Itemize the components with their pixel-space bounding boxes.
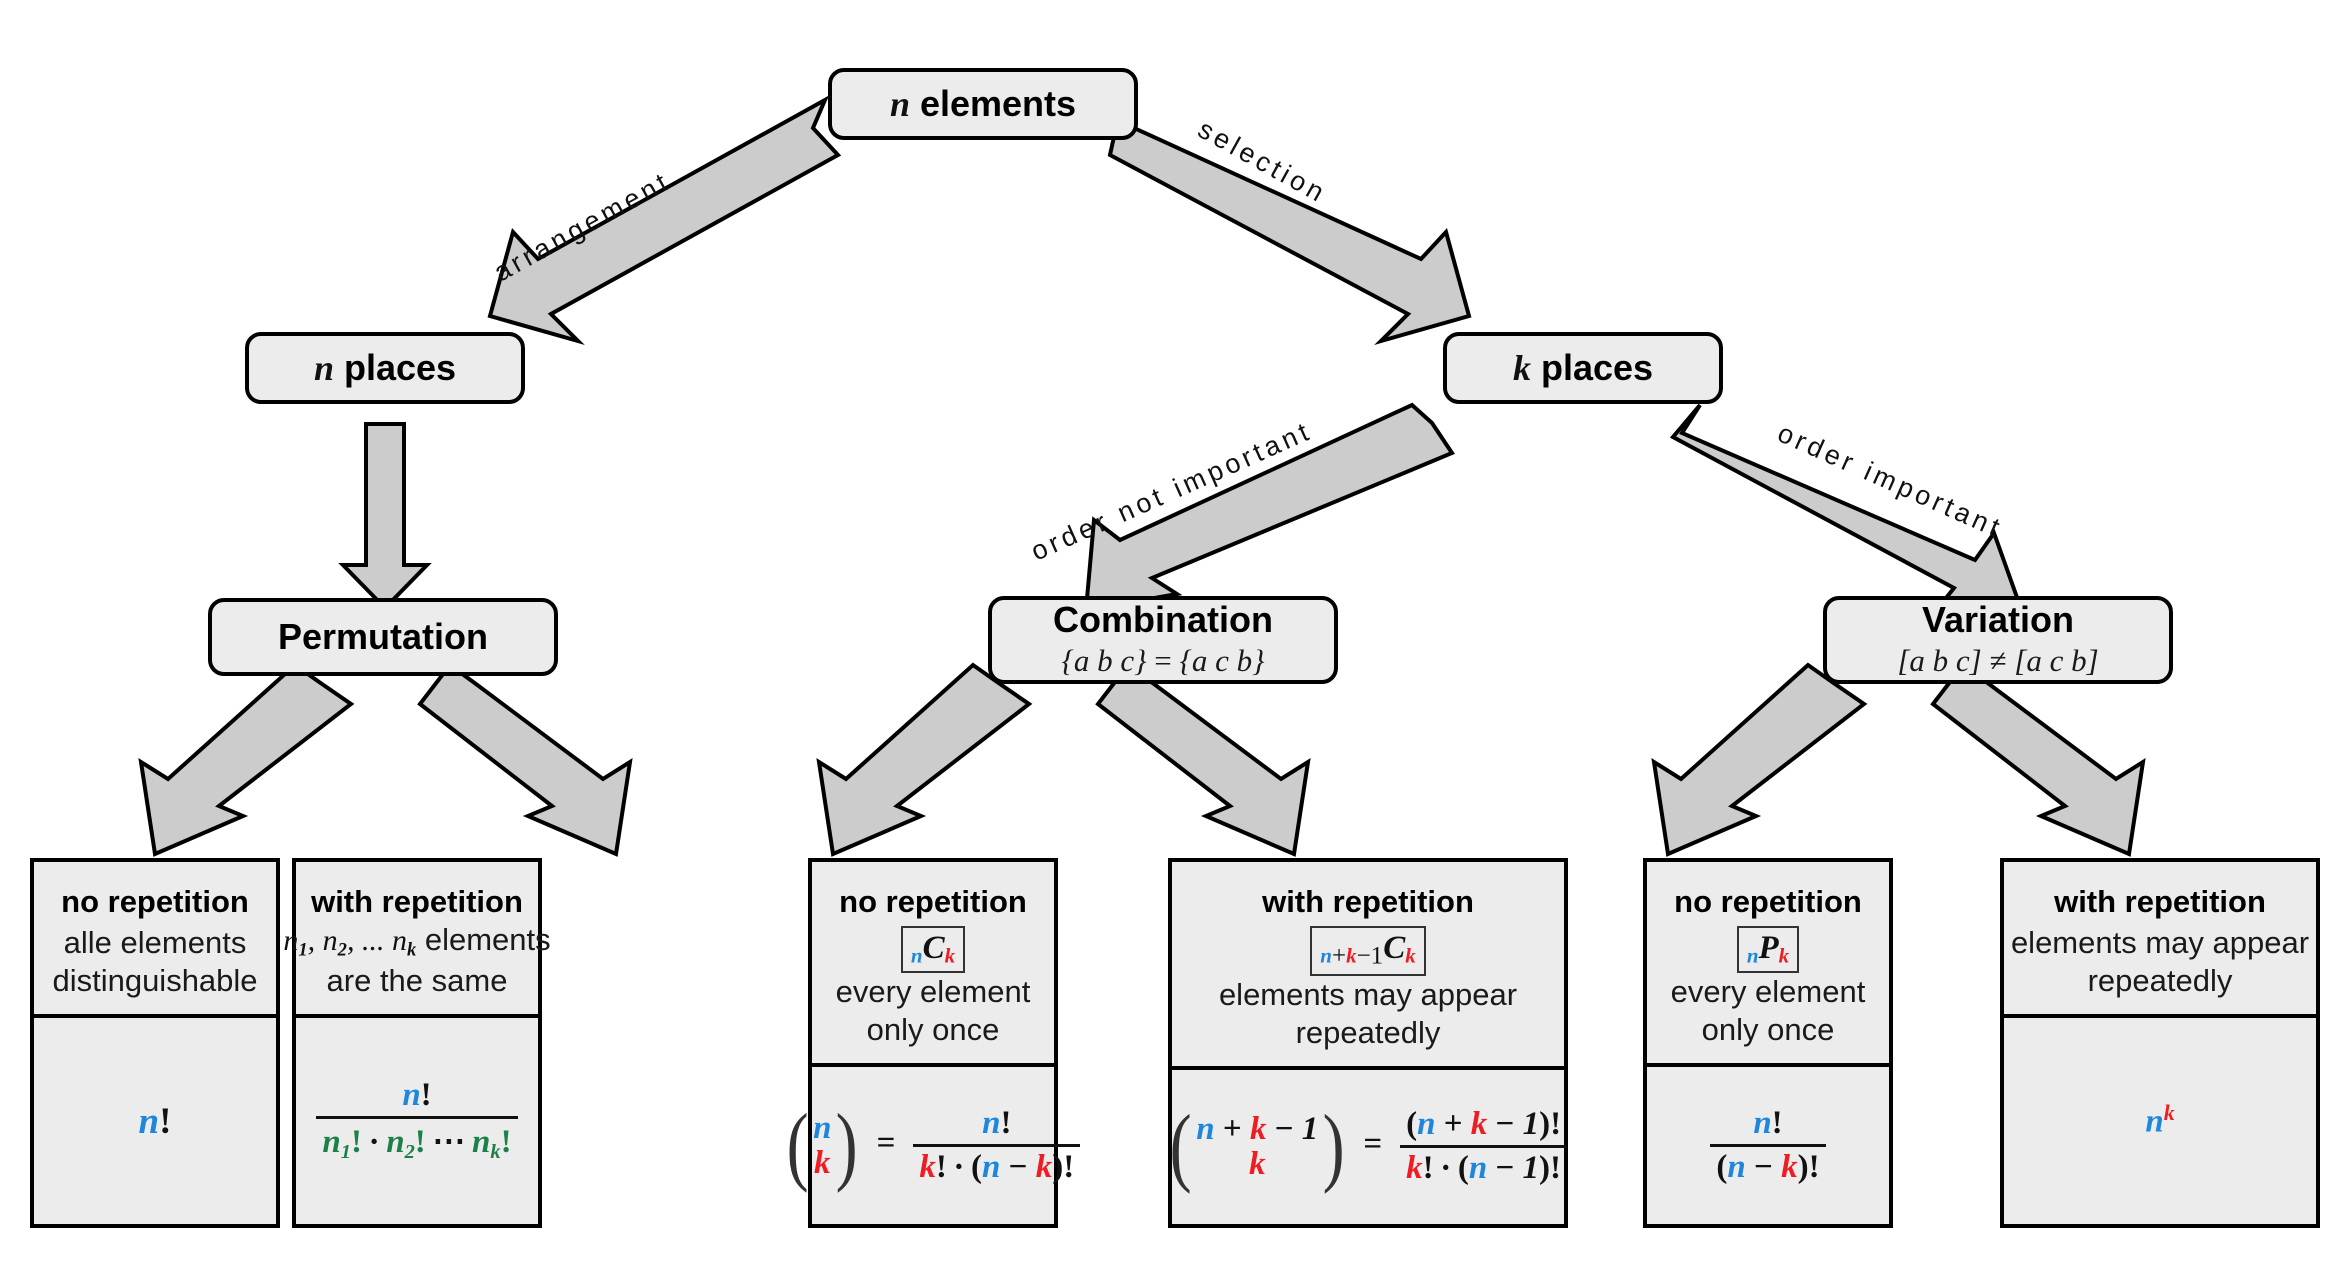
edge-label-order-important: order important: [1773, 417, 2008, 545]
node-n-elements-label: n elements: [889, 82, 1077, 124]
leaf-perm-no-rep[interactable]: no repetition alle elements distinguisha…: [30, 858, 280, 1228]
node-k-places-label: k places: [1512, 346, 1654, 388]
leaf-perm-with-rep-head: with repetition: [311, 884, 523, 919]
edge-label-arrangement: arrangement: [488, 165, 676, 288]
leaf-perm-with-rep[interactable]: with repetition n1, n2, ... nk elements …: [283, 858, 551, 1228]
leaf-var-with-rep-formula: nk: [2145, 1101, 2175, 1140]
edge-label-order-not-important: order not important: [1026, 415, 1317, 567]
node-permutation[interactable]: Permutation: [208, 598, 558, 676]
arrow-arrangement: [487, 95, 842, 346]
node-n-elements[interactable]: n elements: [828, 68, 1138, 140]
node-combination-sub: {a b c} = {a c b}: [1061, 642, 1265, 678]
leaf-var-with-rep-top: with repetition elements may appear repe…: [2004, 862, 2316, 1018]
leaf-var-with-rep[interactable]: with repetition elements may appear repe…: [2000, 858, 2320, 1228]
leaf-var-no-rep-top: no repetition nPk every element only onc…: [1647, 862, 1889, 1067]
arrow-var-with-rep: [1930, 662, 2146, 857]
leaf-var-no-rep[interactable]: no repetition nPk every element only onc…: [1643, 858, 1893, 1228]
leaf-var-no-rep-formula: n! (n − k)!: [1647, 1067, 1889, 1224]
leaf-var-with-rep-desc: elements may appear repeatedly: [2010, 925, 2310, 999]
leaf-comb-no-rep-desc: every element only once: [835, 974, 1031, 1048]
leaf-perm-no-rep-head: no repetition: [61, 884, 249, 919]
leaf-comb-with-rep-formula: ( n + k − 1 k ) = (n + k − 1)! k! · (n −…: [1170, 1070, 1568, 1224]
arrow-perm-no-rep: [138, 662, 355, 857]
leaf-var-with-rep-head: with repetition: [2054, 884, 2266, 919]
node-n-places-label: n places: [313, 346, 457, 388]
leaf-comb-no-rep[interactable]: no repetition nCk every element only onc…: [786, 858, 1081, 1228]
node-n-places[interactable]: n places: [245, 332, 525, 404]
leaf-perm-no-rep-desc: alle elements distinguishable: [52, 925, 258, 999]
leaf-comb-no-rep-top: no repetition nCk every element only onc…: [812, 862, 1054, 1067]
arrow-selection: [1107, 93, 1472, 346]
leaf-comb-no-rep-head: no repetition: [839, 884, 1027, 919]
arrow-perm-with-rep: [417, 662, 633, 857]
leaf-comb-with-rep-desc: elements may appear repeatedly: [1218, 977, 1518, 1050]
arrow-n-places-permutation: [338, 422, 432, 611]
node-variation-label: Variation: [1921, 599, 2075, 641]
edge-label-selection: selection: [1193, 113, 1333, 210]
leaf-var-no-rep-desc: every element only once: [1670, 974, 1866, 1048]
leaf-perm-with-rep-formula: n! n1! · n2! ⋯ nk!: [296, 1018, 538, 1224]
leaf-comb-no-rep-symbol: nCk: [900, 926, 966, 974]
leaf-perm-with-rep-top: with repetition n1, n2, ... nk elements …: [283, 862, 551, 1018]
leaf-comb-with-rep[interactable]: with repetition n+k−1Ck elements may app…: [1168, 858, 1568, 1228]
node-variation[interactable]: Variation [a b c] ≠ [a c b]: [1823, 596, 2173, 684]
arrow-comb-with-rep: [1095, 662, 1311, 857]
leaf-var-no-rep-symbol: nPk: [1736, 926, 1800, 974]
leaf-var-no-rep-head: no repetition: [1674, 884, 1862, 919]
leaf-perm-no-rep-top: no repetition alle elements distinguisha…: [34, 862, 276, 1018]
leaf-perm-with-rep-desc: n1, n2, ... nk elements are the same: [283, 921, 551, 999]
arrow-comb-no-rep: [816, 662, 1033, 857]
leaf-perm-no-rep-formula: n!: [138, 1100, 172, 1142]
node-variation-sub: [a b c] ≠ [a c b]: [1897, 642, 2099, 678]
node-combination-label: Combination: [1053, 599, 1273, 641]
node-combination[interactable]: Combination {a b c} = {a c b}: [988, 596, 1338, 684]
node-permutation-label: Permutation: [277, 616, 489, 658]
leaf-comb-with-rep-head: with repetition: [1262, 884, 1474, 919]
leaf-comb-with-rep-symbol: n+k−1Ck: [1310, 926, 1426, 976]
arrow-var-no-rep: [1651, 662, 1868, 857]
node-k-places[interactable]: k places: [1443, 332, 1723, 404]
leaf-comb-with-rep-top: with repetition n+k−1Ck elements may app…: [1172, 862, 1564, 1070]
